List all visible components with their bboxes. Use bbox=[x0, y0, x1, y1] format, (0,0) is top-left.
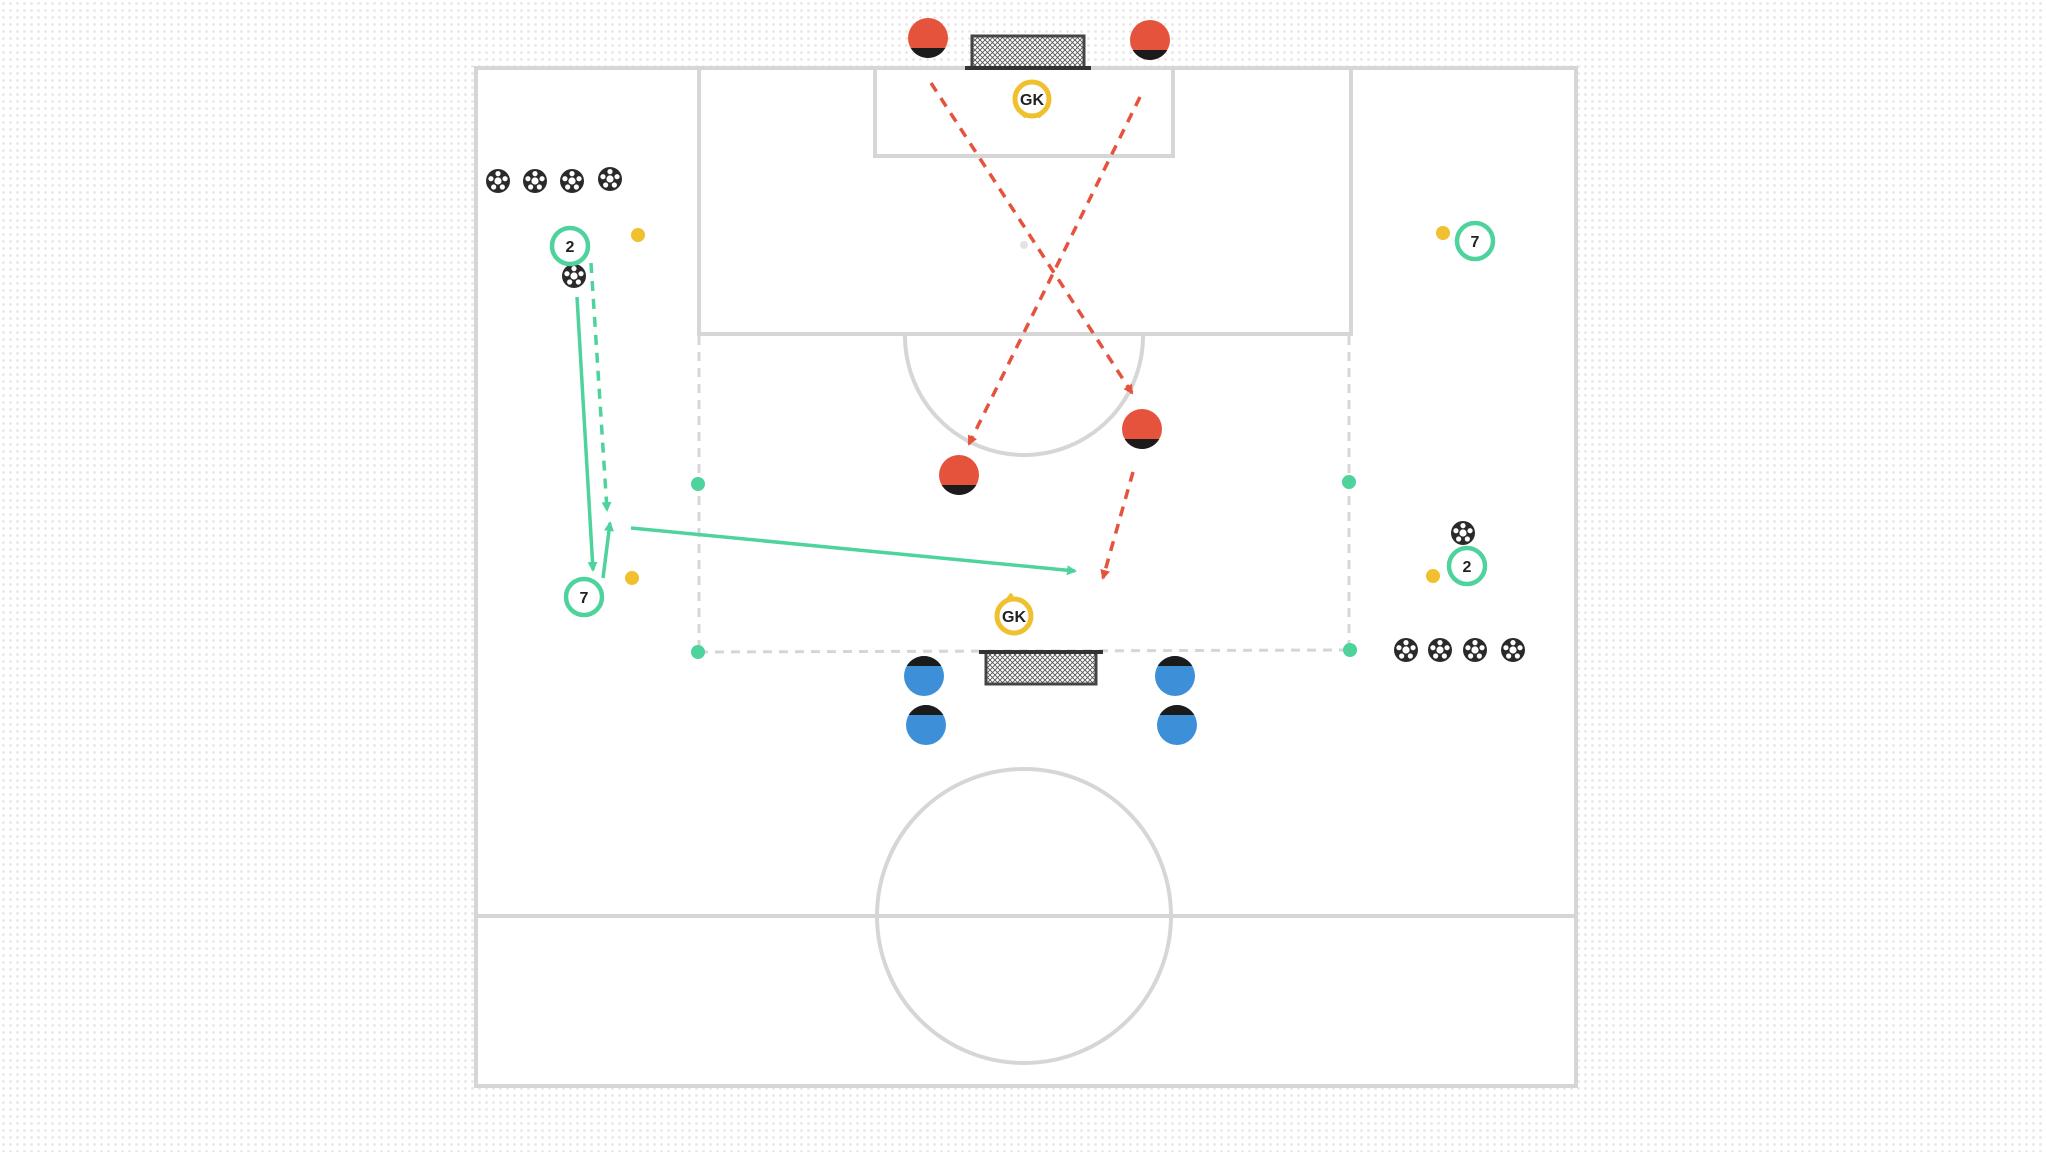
soccer-ball-icon bbox=[1451, 521, 1475, 545]
player-left-bottom: 7 bbox=[563, 576, 605, 618]
soccer-ball-icon bbox=[486, 169, 510, 193]
soccer-ball-icon bbox=[598, 167, 622, 191]
cone-marker-icon bbox=[1342, 475, 1356, 489]
player-right-top: 7 bbox=[1454, 220, 1496, 262]
soccer-ball-icon bbox=[1501, 638, 1525, 662]
player-right-bottom: 2 bbox=[1446, 545, 1488, 587]
pitch-outline bbox=[474, 66, 1578, 1088]
goalkeeper-label: GK bbox=[1002, 609, 1026, 626]
soccer-ball-icon bbox=[1428, 638, 1452, 662]
goal-net-icon bbox=[970, 34, 1086, 70]
goal-net-icon bbox=[984, 650, 1098, 686]
player-left-top: 2 bbox=[549, 225, 591, 267]
balls bbox=[486, 167, 1525, 662]
soccer-ball-icon bbox=[1463, 638, 1487, 662]
red-pass-arrows bbox=[929, 82, 1142, 580]
arrow-green-pass bbox=[630, 526, 1077, 576]
player-token bbox=[1130, 20, 1170, 60]
penalty-spot bbox=[1020, 241, 1028, 249]
player-number: 2 bbox=[566, 239, 575, 256]
arrow-red bbox=[929, 82, 1134, 395]
arrow-red bbox=[1100, 471, 1135, 580]
cone-marker-icon bbox=[1426, 569, 1440, 583]
goal-top bbox=[965, 34, 1091, 70]
cones-green bbox=[691, 475, 1357, 659]
goalkeeper-top: GK bbox=[1012, 79, 1052, 119]
player-token bbox=[939, 455, 979, 495]
player-token bbox=[1122, 409, 1162, 449]
cone-marker-icon bbox=[631, 228, 645, 242]
green-run-arrows bbox=[575, 262, 1077, 579]
goalkeeper-bottom: GK bbox=[994, 592, 1034, 636]
player-number: 7 bbox=[1471, 234, 1480, 251]
player-token bbox=[1155, 656, 1195, 696]
player-number: 2 bbox=[1463, 559, 1472, 576]
cone-marker-icon bbox=[691, 645, 705, 659]
player-token bbox=[904, 656, 944, 696]
arrow-green-run bbox=[575, 296, 598, 572]
arrow-green-short bbox=[601, 521, 614, 579]
player-token bbox=[1157, 705, 1197, 745]
cone-marker-icon bbox=[625, 571, 639, 585]
center-circle bbox=[875, 767, 1173, 1065]
soccer-ball-icon bbox=[562, 264, 586, 288]
soccer-ball-icon bbox=[523, 169, 547, 193]
cone-marker-icon bbox=[691, 477, 705, 491]
cone-marker-icon bbox=[1436, 226, 1450, 240]
soccer-ball-icon bbox=[1394, 638, 1418, 662]
goalkeeper-label: GK bbox=[1020, 92, 1044, 109]
cone-marker-icon bbox=[1343, 643, 1357, 657]
player-number: 7 bbox=[580, 590, 589, 607]
pitch bbox=[474, 66, 1578, 1088]
blue-team bbox=[904, 656, 1197, 745]
arrow-green-dashed bbox=[589, 262, 612, 512]
player-token bbox=[908, 18, 948, 58]
player-token bbox=[906, 705, 946, 745]
cones-yellow bbox=[625, 226, 1450, 585]
soccer-ball-icon bbox=[560, 169, 584, 193]
goal-bottom bbox=[979, 650, 1103, 686]
red-team bbox=[908, 18, 1170, 495]
